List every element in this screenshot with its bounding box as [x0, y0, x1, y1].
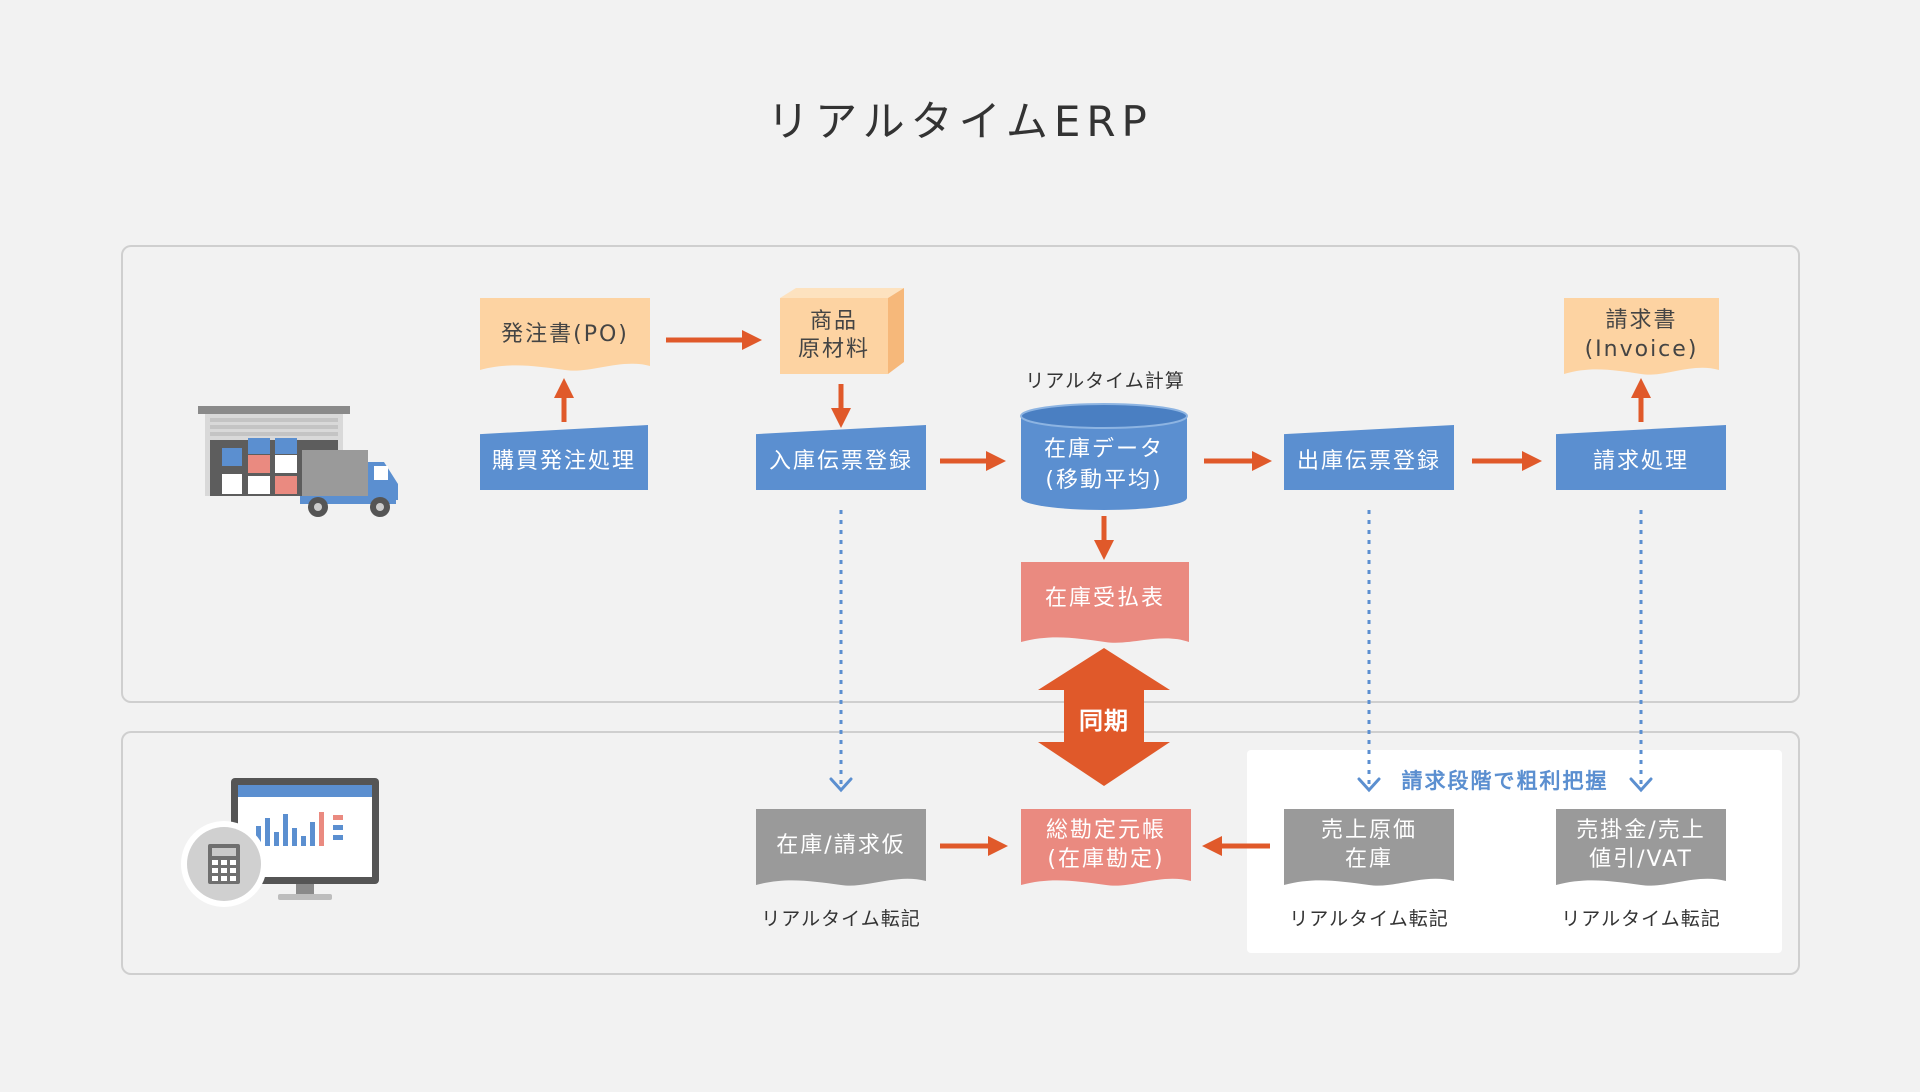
- billing-process-label: 請求処理: [1592, 449, 1689, 474]
- realtime-post-label-2: リアルタイム転記: [1289, 908, 1449, 930]
- goods-issue-process: 出庫伝票登録: [1284, 425, 1454, 490]
- billing-margin-label: 請求段階で粗利把握: [1401, 769, 1609, 793]
- realtime-post-label-1: リアルタイム転記: [761, 908, 921, 930]
- chevron-down-icon: [1629, 777, 1653, 793]
- sync-label: 同期: [1079, 707, 1129, 735]
- inventory-label-line2: (移動平均): [1045, 468, 1163, 493]
- purchase-order-label: 発注書(PO): [501, 321, 629, 347]
- stock-ledger-label: 在庫受払表: [1044, 585, 1165, 611]
- chevron-down-icon: [829, 777, 853, 793]
- purchase-process-label: 購買発注処理: [491, 449, 636, 474]
- inventory-label-line1: 在庫データ: [1043, 437, 1164, 462]
- sync-double-arrow: [1038, 648, 1170, 786]
- goods-label-line2: 原材料: [797, 337, 870, 362]
- purchase-order-process: 購買発注処理: [480, 425, 648, 490]
- inventory-data-label: 在庫データ (移動平均): [1021, 432, 1187, 498]
- logistics-panel: [121, 245, 1800, 703]
- goods-receipt-process: 入庫伝票登録: [756, 425, 926, 490]
- invoice-doc: 請求書 (Invoice): [1564, 298, 1719, 384]
- chevron-down-icon: [1357, 777, 1381, 793]
- cogs-label-line1: 売上原価: [1320, 818, 1417, 843]
- cogs-doc: 売上原価 在庫: [1284, 809, 1454, 893]
- goods-label: 商品 原材料: [780, 306, 888, 366]
- cogs-label-line2: 在庫: [1344, 847, 1393, 872]
- page-title: リアルタイムERP: [767, 97, 1153, 146]
- shipment-process-label: 出庫伝票登録: [1296, 449, 1441, 474]
- invoice-label-line2: (Invoice): [1584, 337, 1699, 362]
- goods-label-line1: 商品: [809, 309, 858, 334]
- realtime-calc-label: リアルタイム計算: [1025, 370, 1185, 392]
- ar-label-line2: 値引/VAT: [1589, 847, 1693, 872]
- gl-label-line2: (在庫勘定): [1047, 847, 1165, 872]
- invoice-label-line1: 請求書: [1605, 308, 1678, 333]
- receipt-process-label: 入庫伝票登録: [768, 449, 913, 474]
- gl-label-line1: 総勘定元帳: [1045, 818, 1166, 843]
- receivables-doc: 売掛金/売上 値引/VAT: [1556, 809, 1726, 893]
- general-ledger-doc: 総勘定元帳 (在庫勘定): [1021, 809, 1191, 893]
- suspense-label: 在庫/請求仮: [776, 832, 906, 858]
- stock-ledger-doc: 在庫受払表: [1021, 562, 1189, 646]
- suspense-doc: 在庫/請求仮: [756, 809, 926, 893]
- ar-label-line1: 売掛金/売上: [1576, 818, 1706, 843]
- billing-process: 請求処理: [1556, 425, 1726, 490]
- realtime-post-label-3: リアルタイム転記: [1561, 908, 1721, 930]
